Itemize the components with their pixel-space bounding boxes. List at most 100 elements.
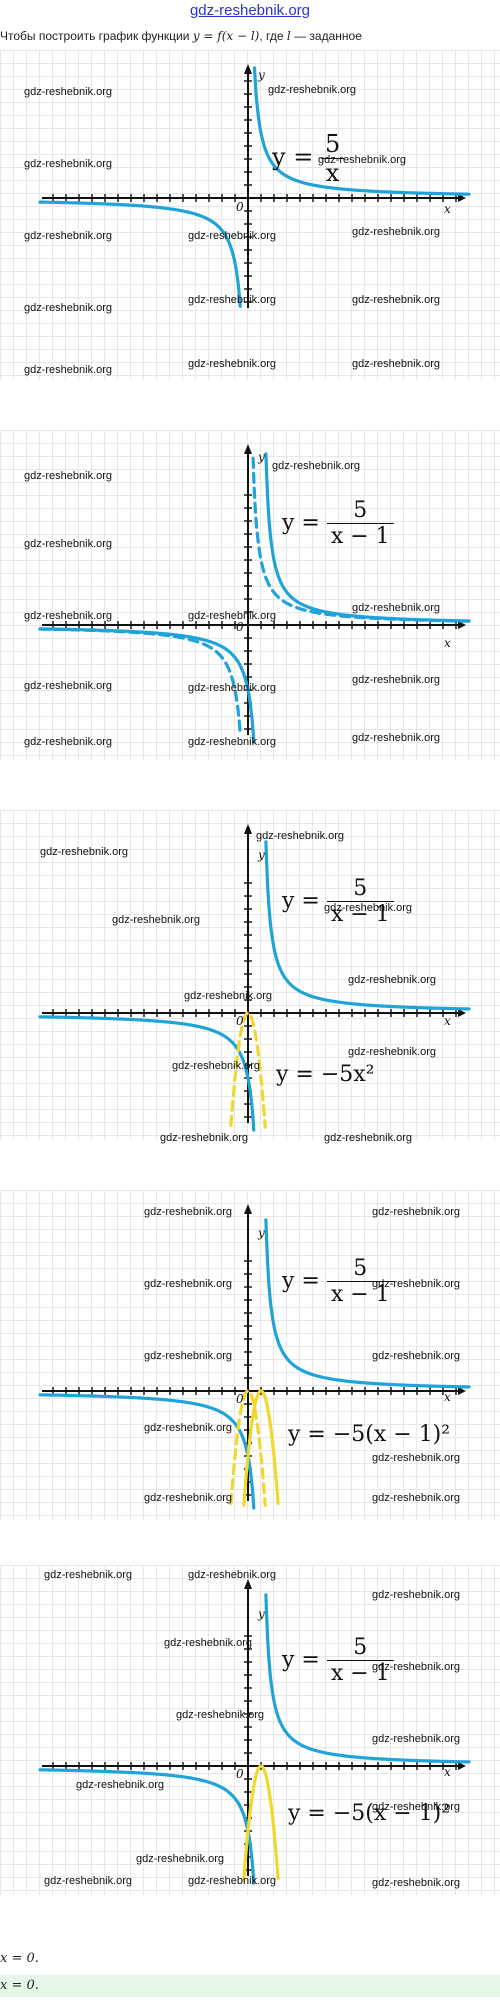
watermark: gdz-reshebnik.org (372, 1589, 461, 1601)
watermark: gdz-reshebnik.org (44, 1875, 133, 1887)
watermark: gdz-reshebnik.org (372, 1350, 461, 1362)
watermark: gdz-reshebnik.org (372, 1877, 461, 1889)
watermark: gdz-reshebnik.org (144, 1422, 233, 1434)
footer-line-1: x = 0. (0, 1951, 39, 1966)
formula-numerator: 5 (353, 876, 368, 901)
watermark: gdz-reshebnik.org (372, 1206, 461, 1218)
watermark: gdz-reshebnik.org (144, 1278, 233, 1290)
watermark: gdz-reshebnik.org (352, 358, 441, 370)
watermark: gdz-reshebnik.org (164, 1637, 253, 1649)
formula-hyperbola-shift: y = 5 x − 1 (282, 876, 394, 927)
graph-panel-1: y x 0 y = 5 x gdz-reshebnik.org gdz-resh… (0, 50, 500, 380)
watermark: gdz-reshebnik.org (188, 294, 277, 306)
series-line (38, 840, 471, 1132)
x-axis-label: x (444, 202, 451, 216)
series-line (38, 1593, 471, 1885)
graph-panel-4: y x 0 y = 5 x − 1 y = −5(x − 1)² gdz-res… (0, 1190, 500, 1520)
watermark: gdz-reshebnik.org (136, 1853, 225, 1865)
watermark: gdz-reshebnik.org (352, 226, 441, 238)
watermark: gdz-reshebnik.org (318, 154, 407, 166)
formula-parabola: y = −5x² (276, 1062, 375, 1087)
formula-fraction: 5 x − 1 (326, 1635, 394, 1686)
formula-fraction: 5 x − 1 (326, 1256, 394, 1307)
watermark: gdz-reshebnik.org (188, 682, 277, 694)
watermark: gdz-reshebnik.org (40, 846, 129, 858)
series-line (38, 452, 471, 744)
formula-fraction: 5 x − 1 (326, 498, 394, 549)
watermark: gdz-reshebnik.org (24, 610, 113, 622)
watermark: gdz-reshebnik.org (24, 680, 113, 692)
watermark: gdz-reshebnik.org (352, 732, 441, 744)
intro-end: — заданное (294, 29, 362, 43)
watermark: gdz-reshebnik.org (144, 1492, 233, 1504)
formula-numerator: 5 (324, 130, 341, 158)
watermark: gdz-reshebnik.org (184, 990, 273, 1002)
origin-label: 0 (236, 620, 244, 634)
watermark: gdz-reshebnik.org (24, 470, 113, 482)
formula-denominator: x − 1 (326, 523, 394, 549)
formula-y-eq: y = (282, 1268, 320, 1294)
origin-label: 0 (236, 1392, 244, 1406)
formula-parabola-shift: y = −5(x − 1)² (288, 1801, 451, 1826)
formula-y-eq: y = (282, 510, 320, 536)
x-axis-arrow (458, 194, 466, 202)
formula-y-eq: y = (282, 888, 320, 914)
y-axis-label: y (258, 1226, 265, 1240)
graph-panel-5: y x 0 y = 5 x − 1 y = −5(x − 1)² gdz-res… (0, 1565, 500, 1895)
formula-hyperbola: y = 5 x (272, 130, 345, 187)
watermark: gdz-reshebnik.org (188, 1875, 277, 1887)
watermark: gdz-reshebnik.org (24, 736, 113, 748)
watermark: gdz-reshebnik.org (176, 1709, 265, 1721)
graph-svg-4 (38, 1204, 471, 1510)
footer-line-2: x = 0. (0, 1975, 500, 1997)
origin-label: 0 (236, 1767, 244, 1781)
x-axis-arrow (458, 621, 466, 629)
y-axis-arrow (244, 444, 252, 454)
y-axis-arrow (244, 64, 252, 74)
watermark: gdz-reshebnik.org (256, 830, 345, 842)
y-axis-label: y (258, 1607, 265, 1621)
site-link[interactable]: gdz-reshebnik.org (189, 2, 311, 19)
watermark: gdz-reshebnik.org (352, 674, 441, 686)
x-axis-label: x (444, 1390, 451, 1404)
y-axis-arrow (244, 824, 252, 834)
x-axis-arrow (458, 1762, 466, 1770)
watermark: gdz-reshebnik.org (24, 302, 113, 314)
formula-y-eq: y = (282, 1647, 320, 1673)
series-line (242, 1389, 280, 1507)
formula-denominator: x − 1 (326, 901, 394, 927)
watermark: gdz-reshebnik.org (372, 1661, 461, 1673)
series-line (242, 1764, 280, 1882)
watermark: gdz-reshebnik.org (372, 1733, 461, 1745)
formula-denominator: x − 1 (326, 1660, 394, 1686)
watermark: gdz-reshebnik.org (268, 84, 357, 96)
watermark: gdz-reshebnik.org (188, 1569, 277, 1581)
y-axis-arrow (244, 1579, 252, 1589)
y-axis-label: y (258, 450, 265, 464)
intro-formula: y = f(x − l) (192, 29, 260, 43)
x-axis-label: x (444, 1765, 451, 1779)
formula-numerator: 5 (353, 1635, 368, 1660)
formula-y-eq: y = (272, 143, 314, 171)
watermark: gdz-reshebnik.org (352, 294, 441, 306)
watermark: gdz-reshebnik.org (172, 1060, 261, 1072)
intro-text: Чтобы построить график функции y = f(x −… (0, 27, 500, 45)
watermark: gdz-reshebnik.org (24, 158, 113, 170)
series-line (38, 66, 471, 308)
formula-fraction: 5 x − 1 (326, 876, 394, 927)
watermark: gdz-reshebnik.org (44, 1569, 133, 1581)
watermark: gdz-reshebnik.org (352, 602, 441, 614)
formula-numerator: 5 (353, 498, 368, 523)
watermark: gdz-reshebnik.org (372, 1492, 461, 1504)
formula-fraction: 5 x (320, 130, 345, 187)
formula-hyperbola-shift: y = 5 x − 1 (282, 1256, 394, 1307)
formula-parabola-shift: y = −5(x − 1)² (288, 1422, 451, 1447)
watermark: gdz-reshebnik.org (188, 610, 277, 622)
x-axis-arrow (458, 1009, 466, 1017)
formula-hyperbola-shift: y = 5 x − 1 (282, 1635, 394, 1686)
graph-panel-3: y x 0 y = 5 x − 1 y = −5x² gdz-reshebnik… (0, 810, 500, 1144)
formula-numerator: 5 (353, 1256, 368, 1281)
graph-svg-5 (38, 1579, 471, 1885)
watermark: gdz-reshebnik.org (372, 1801, 461, 1813)
watermark: gdz-reshebnik.org (324, 1132, 413, 1144)
